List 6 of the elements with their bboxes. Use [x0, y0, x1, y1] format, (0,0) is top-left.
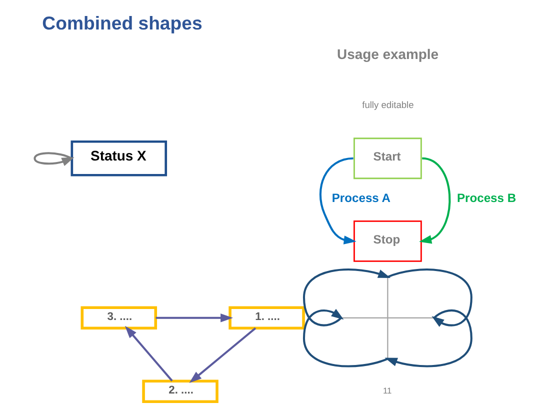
diagram-title: Combined shapes	[42, 12, 202, 34]
label: Usage example	[336, 46, 438, 62]
label: 11	[382, 385, 392, 396]
edge-label: Process A	[331, 191, 390, 205]
edge-label: Process B	[456, 191, 516, 205]
label: fully editable	[362, 100, 414, 110]
